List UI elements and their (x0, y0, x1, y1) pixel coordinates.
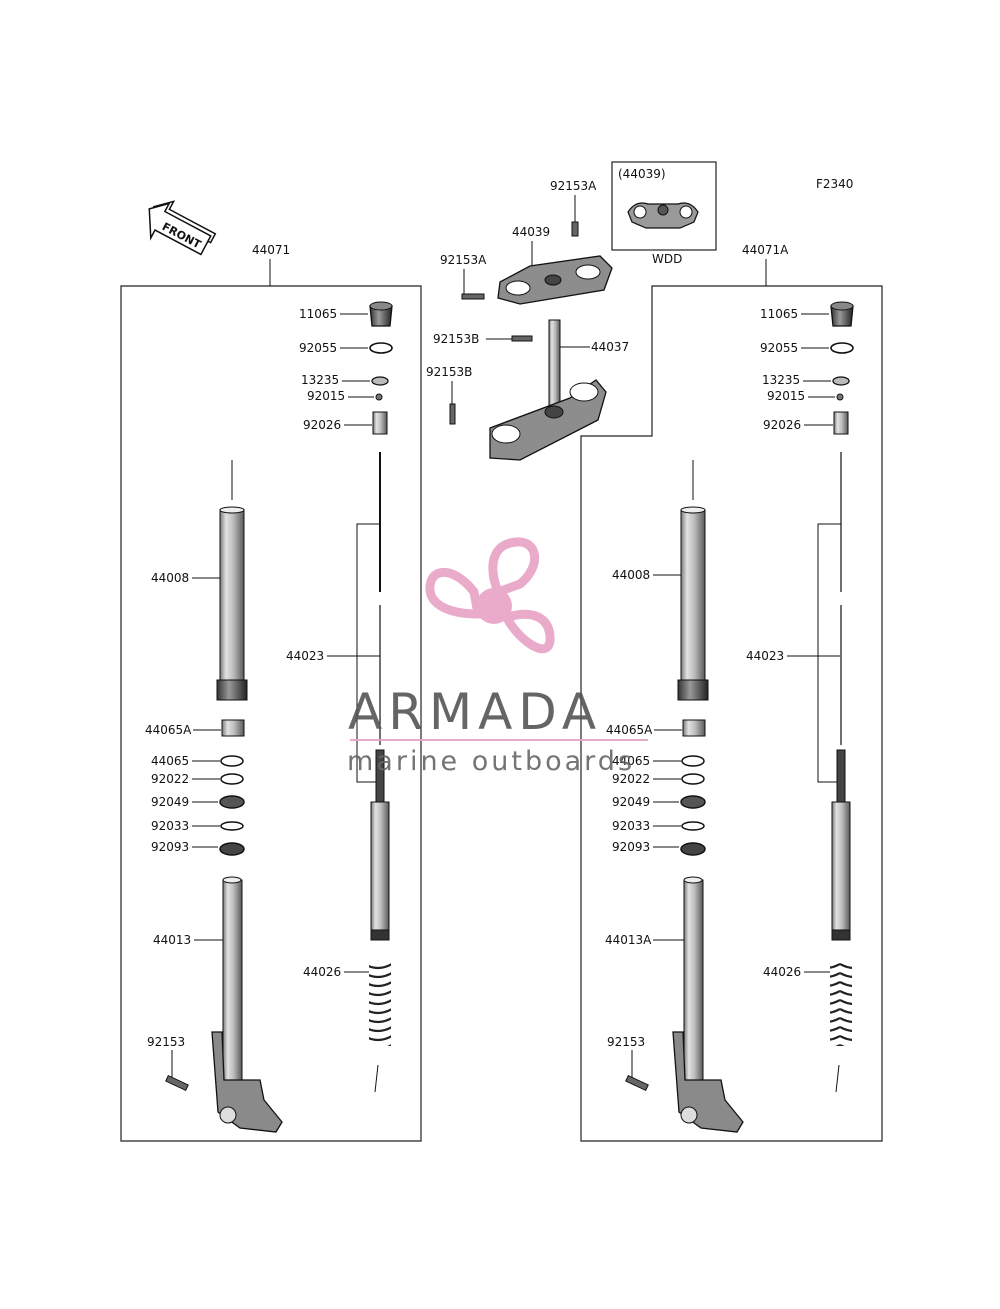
right-label-44013A: 44013A (605, 933, 652, 947)
right-label-92153: 92153 (607, 1035, 645, 1049)
left-label-92055: 92055 (299, 341, 337, 355)
left-fork-assembly-box (120, 285, 422, 1142)
right-label-92015: 92015 (767, 389, 805, 403)
watermark-tagline: marine outboards (347, 746, 635, 777)
bolt-92153b-upper-label: 92153B (433, 332, 479, 346)
left-label-92022: 92022 (151, 772, 189, 786)
left-label-92015: 92015 (307, 389, 345, 403)
left-fork: 11065 92055 13235 92015 92026 44008 4402… (145, 301, 393, 1133)
left-label-44065A: 44065A (145, 723, 192, 737)
wdd-inset: (44039) WDD (611, 161, 717, 266)
figure-code: F2340 (816, 177, 853, 191)
right-label-44026: 44026 (763, 965, 801, 979)
bolt-92153a-top-label: 92153A (550, 179, 597, 193)
left-label-92026: 92026 (303, 418, 341, 432)
left-label-92153: 92153 (147, 1035, 185, 1049)
right-label-44023: 44023 (746, 649, 784, 663)
right-fork: 11065 92055 13235 92015 92026 44008 4402… (605, 301, 854, 1133)
steering-stem-group: 92153B 44037 92153B (426, 319, 629, 461)
right-assembly-label: 44071A (742, 243, 789, 257)
right-label-13235: 13235 (762, 373, 800, 387)
right-label-92049: 92049 (612, 795, 650, 809)
right-label-92033: 92033 (612, 819, 650, 833)
left-label-44023: 44023 (286, 649, 324, 663)
wdd-ref-label: (44039) (618, 167, 666, 181)
bolt-92153a-left-label: 92153A (440, 253, 487, 267)
right-label-92093: 92093 (612, 840, 650, 854)
upper-clamp-label: 44039 (512, 225, 550, 239)
right-label-44065: 44065 (612, 754, 650, 768)
left-label-44008: 44008 (151, 571, 189, 585)
right-label-92055: 92055 (760, 341, 798, 355)
right-fork-assembly-box (580, 285, 883, 1142)
upper-clamp-group: 92153A 44039 92153A (440, 179, 613, 305)
watermark-brand: ARMADA (348, 683, 602, 741)
bolt-92153b-lower-label: 92153B (426, 365, 472, 379)
left-label-13235: 13235 (301, 373, 339, 387)
right-label-11065: 11065 (760, 307, 798, 321)
left-label-92033: 92033 (151, 819, 189, 833)
left-label-44026: 44026 (303, 965, 341, 979)
stem-label: 44037 (591, 340, 629, 354)
right-label-92022: 92022 (612, 772, 650, 786)
wdd-caption: WDD (652, 252, 682, 266)
front-arrow-icon: FRONT (148, 200, 217, 256)
propeller-logo-icon (425, 537, 555, 654)
right-label-92026: 92026 (763, 418, 801, 432)
left-label-92093: 92093 (151, 840, 189, 854)
left-label-44013: 44013 (153, 933, 191, 947)
left-label-11065: 11065 (299, 307, 337, 321)
armada-watermark: ARMADA marine outboards (347, 537, 648, 777)
left-label-92049: 92049 (151, 795, 189, 809)
right-label-44065A: 44065A (606, 723, 653, 737)
left-assembly-label: 44071 (252, 243, 290, 257)
right-label-44008: 44008 (612, 568, 650, 582)
left-label-44065: 44065 (151, 754, 189, 768)
